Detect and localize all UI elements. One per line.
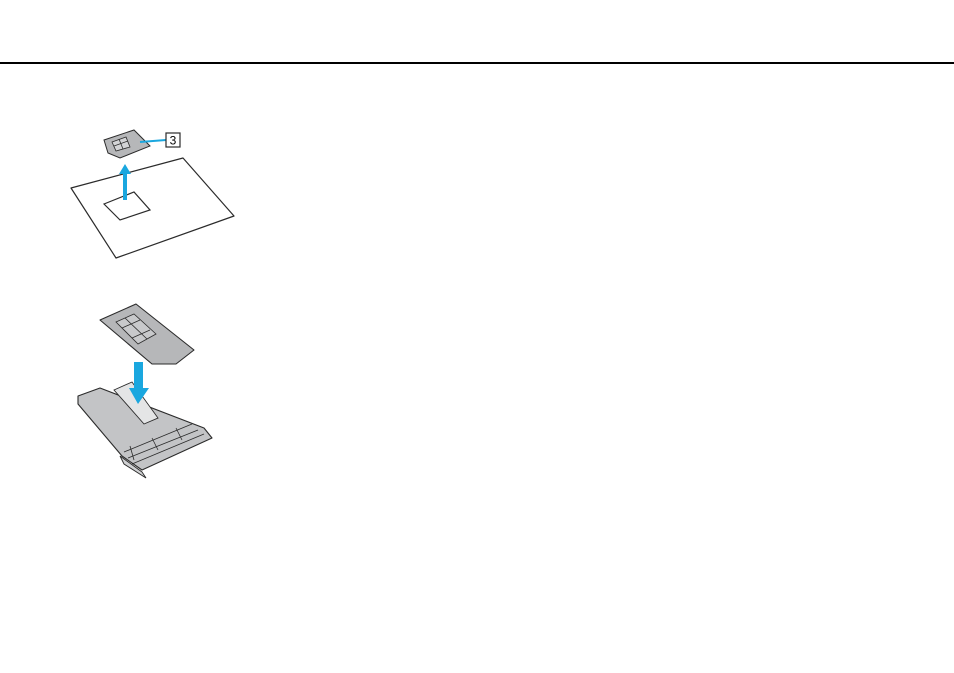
sim-tray-figure <box>72 300 216 480</box>
sim-removal-illustration: 3 <box>68 128 240 262</box>
callout-number: 3 <box>170 134 177 148</box>
sim-removal-figure: 3 <box>68 128 240 262</box>
carrier-card <box>71 158 234 258</box>
callout-badge: 3 <box>166 133 180 148</box>
sim-tray-illustration <box>72 300 216 480</box>
header-rule <box>0 62 954 64</box>
